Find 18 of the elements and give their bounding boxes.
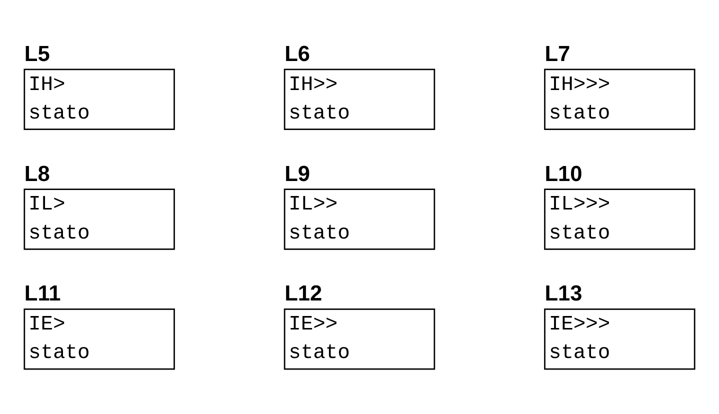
node-label: L10 — [544, 160, 582, 186]
node-box: IL>>> stato — [544, 188, 696, 250]
node-label: L6 — [284, 40, 310, 66]
node-label: L7 — [544, 40, 570, 66]
node-box: IH>> stato — [284, 68, 436, 130]
node-label: L5 — [24, 40, 50, 66]
node-box: IL> stato — [24, 188, 175, 250]
node-label: L8 — [24, 160, 50, 186]
node-label: L13 — [544, 280, 582, 306]
node-label: L12 — [284, 280, 322, 306]
node-box: IE> stato — [24, 308, 175, 370]
node-label: L11 — [24, 280, 61, 306]
node-box: IE>>> stato — [544, 308, 696, 370]
node-box: IH>>> stato — [544, 68, 696, 130]
node-box: IH> stato — [24, 68, 175, 130]
node-box: IE>> stato — [284, 308, 436, 370]
node-box: IL>> stato — [284, 188, 436, 250]
node-label: L9 — [284, 160, 310, 186]
